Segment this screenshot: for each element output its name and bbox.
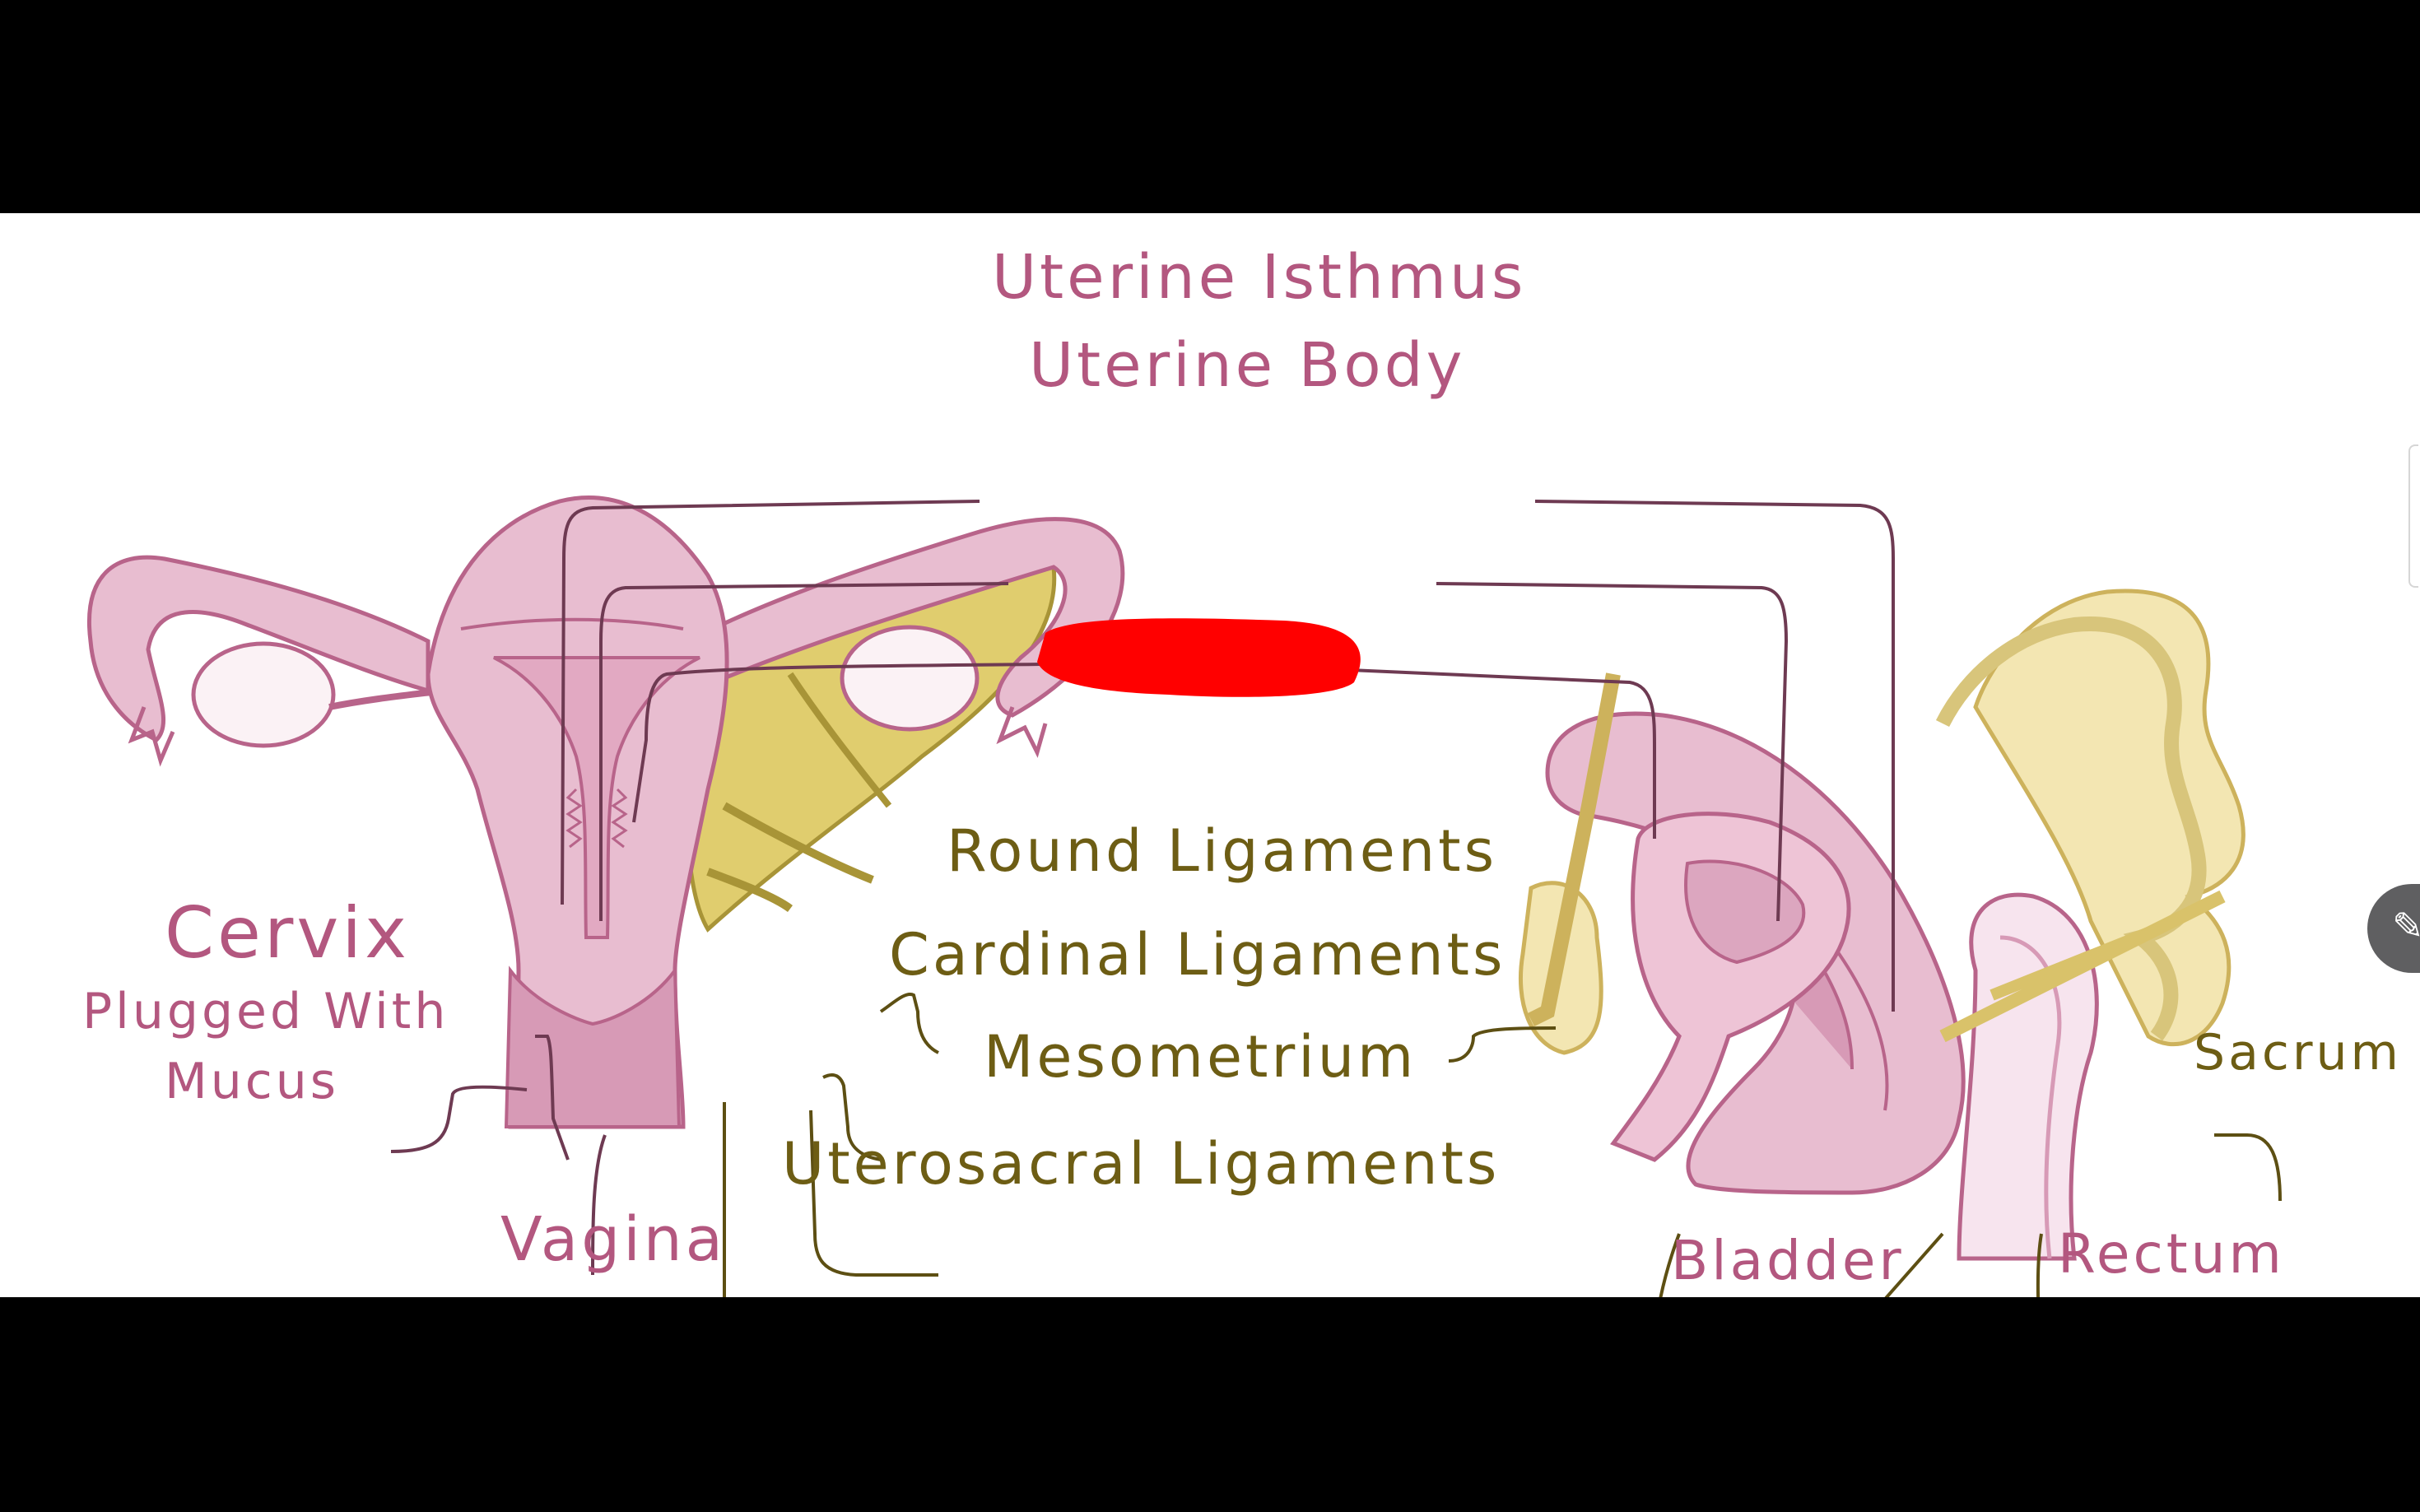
uterosacral-rod [1939,890,2226,1043]
right-fallopian-tube [655,517,1125,718]
label-sacrum: Sacrum [2194,1024,2402,1082]
label-cervix-note-line1: Plugged With [82,983,449,1040]
label-vagina: Vagina [500,1204,727,1275]
diagram-panel: Uterine Isthmus Uterine Body Round Ligam… [0,213,2420,1297]
label-uterine-isthmus: Uterine Isthmus [992,242,1527,313]
label-cardinal-ligaments: Cardinal Ligaments [889,921,1506,989]
side-scroll-tab[interactable] [2408,444,2418,588]
rectum-shape [1957,892,2099,1261]
pink-leader-lines [390,500,1895,1276]
right-ovary [840,625,980,732]
left-fallopian-tube [87,555,430,767]
pencil-icon: ✎ [2392,904,2420,948]
label-cervix: Cervix [165,892,410,975]
label-rectum: Rectum [2058,1222,2285,1286]
uterus-frontal [426,495,729,1129]
anatomy-illustration [87,495,2282,1297]
label-mesometrium: Mesometrium [984,1023,1417,1091]
vagina-canal [504,965,682,1128]
label-round-ligaments: Round Ligaments [947,817,1498,885]
label-uterosacral-ligaments: Uterosacral Ligaments [782,1130,1501,1198]
label-cervix-note-line2: Mucus [165,1053,340,1110]
olive-leader-lines [723,993,2282,1297]
label-bladder: Bladder [1671,1229,1905,1292]
red-redaction-mark [1037,618,1361,697]
label-uterine-body: Uterine Body [1029,330,1466,401]
left-ovary [191,641,336,748]
